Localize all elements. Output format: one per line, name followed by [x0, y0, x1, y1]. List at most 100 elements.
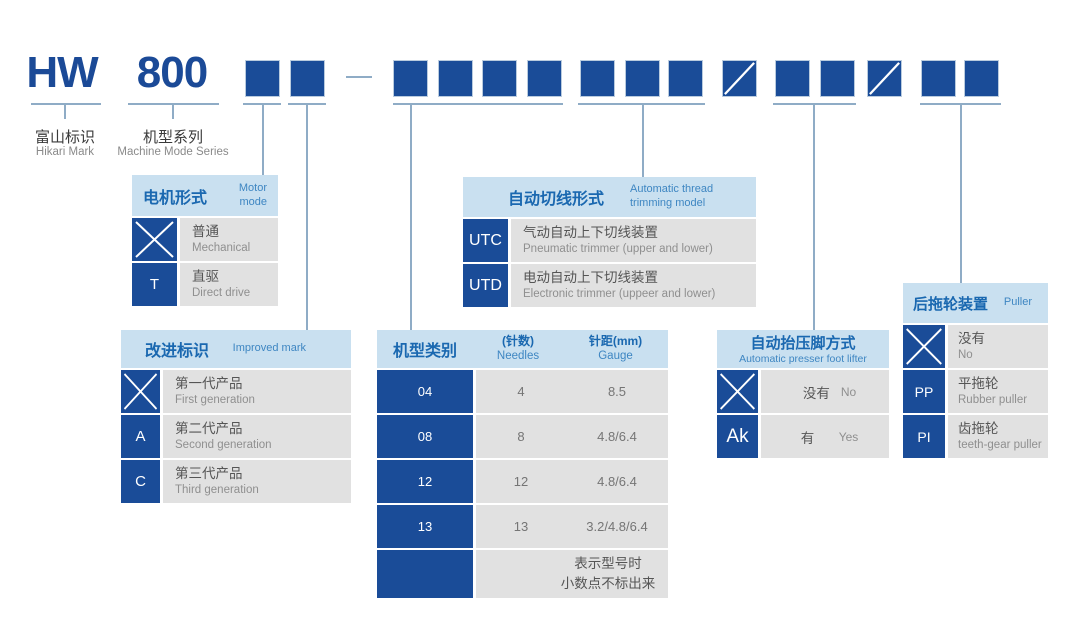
- gauge-value: 8.5: [607, 384, 627, 399]
- cross-icon: [906, 328, 942, 365]
- connector-improved: [306, 104, 308, 330]
- option-desc: 没有 No: [948, 325, 1048, 368]
- puller-title-en: Puller: [1003, 296, 1032, 309]
- table-row: 04 4 8.5: [377, 370, 668, 413]
- table-row: 12 12 4.8/6.4: [377, 460, 668, 503]
- option-zh: 没有: [802, 385, 830, 401]
- series-underline: [128, 103, 219, 105]
- needles-header-en: Needles: [496, 350, 540, 363]
- code-box-7: [580, 60, 615, 97]
- slash-icon: [724, 62, 755, 95]
- option-zh: 没有: [958, 330, 985, 346]
- code-cell: 08: [377, 415, 473, 458]
- needles-header-zh: (针数): [502, 334, 534, 349]
- option-desc: 普通 Mechanical: [180, 218, 278, 261]
- option-en: Rubber puller: [958, 394, 1028, 407]
- option-zh: 有: [800, 430, 815, 446]
- table-row: 没有 No: [903, 325, 1048, 368]
- code-cell: C: [121, 460, 160, 503]
- series-label-zh: 机型系列: [142, 129, 203, 146]
- connector-trimming: [642, 104, 644, 177]
- option-desc: 气动自动上下切线装置 Pneumatic trimmer (upper and …: [511, 219, 756, 262]
- cross-icon: [123, 373, 158, 410]
- option-zh: 齿拖轮: [958, 420, 999, 436]
- slash-icon: [869, 62, 900, 95]
- hikari-mark-code: HW: [26, 48, 98, 97]
- model-row-values: 8 4.8/6.4: [476, 415, 668, 458]
- presser-title-en: Automatic presser foot lifter: [739, 352, 867, 365]
- option-zh: 直驱: [192, 268, 219, 284]
- connector-puller: [960, 104, 962, 283]
- option-zh: 第一代产品: [175, 375, 243, 391]
- needles-value: 13: [513, 519, 529, 534]
- option-desc: 齿拖轮 teeth-gear puller: [948, 415, 1048, 458]
- note-line-1: 表示型号时: [574, 555, 642, 571]
- option-zh: 电动自动上下切线装置: [523, 269, 658, 285]
- option-desc: 没有 No: [761, 370, 889, 413]
- motor-title-zh: 电机形式: [143, 189, 208, 207]
- code-cell: A: [121, 415, 160, 458]
- improved-title-zh: 改进标识: [145, 343, 210, 360]
- improved-title-en: Improved mark: [232, 342, 306, 355]
- group-underline-trimming: [578, 103, 705, 105]
- cross-icon: [720, 373, 755, 410]
- option-en: Direct drive: [192, 287, 251, 300]
- gauge-header-zh: 针距(mm): [588, 334, 643, 349]
- code-box-11: [775, 60, 810, 97]
- mark-tick: [64, 105, 66, 119]
- connector-model: [410, 104, 412, 330]
- code-box-2: [290, 60, 325, 97]
- code-cell: [717, 370, 758, 413]
- mark-label-en: Hikari Mark: [35, 146, 95, 158]
- needles-column-header: (针数) Needles: [473, 333, 563, 365]
- table-row: 08 8 4.8/6.4: [377, 415, 668, 458]
- option-desc: 第二代产品 Second generation: [163, 415, 351, 458]
- code-cell: PP: [903, 370, 945, 413]
- model-row-values: 13 3.2/4.8/6.4: [476, 505, 668, 548]
- option-en: Mechanical: [192, 242, 251, 255]
- table-row: 13 13 3.2/4.8/6.4: [377, 505, 668, 548]
- option-desc: 电动自动上下切线装置 Electronic trimmer (uppeer an…: [511, 264, 756, 307]
- option-desc: 第一代产品 First generation: [163, 370, 351, 413]
- motor-mode-table: 电机形式 Motor mode 普通 Mechanical T 直驱 Direc…: [132, 175, 278, 306]
- thread-trimming-table: 自动切线形式 Automatic thread trimming model U…: [463, 177, 756, 307]
- model-row-values: 12 4.8/6.4: [476, 460, 668, 503]
- table-row: PI 齿拖轮 teeth-gear puller: [903, 415, 1048, 458]
- motor-table-header: 电机形式 Motor mode: [132, 175, 278, 216]
- code-box-14: [921, 60, 956, 97]
- gauge-value: 4.8/6.4: [597, 429, 637, 444]
- option-en: No: [840, 384, 857, 399]
- code-cell: T: [132, 263, 177, 306]
- trimming-title-zh: 自动切线形式: [508, 191, 605, 208]
- improved-mark-table: 改进标识 Improved mark 第一代产品 First generatio…: [121, 330, 351, 503]
- table-row: 普通 Mechanical: [132, 218, 278, 261]
- motor-title-en: Motor mode: [238, 181, 267, 208]
- trimming-title-en: Automatic thread trimming model: [630, 183, 714, 209]
- option-desc: 平拖轮 Rubber puller: [948, 370, 1048, 413]
- option-en: Yes: [838, 429, 859, 444]
- code-box-5: [482, 60, 517, 97]
- presser-table-header: 自动抬压脚方式 Automatic presser foot lifter: [717, 330, 889, 368]
- group-underline-model: [393, 103, 563, 105]
- dash-separator: [346, 76, 372, 78]
- option-en: Third generation: [175, 484, 259, 497]
- option-en: teeth-gear puller: [958, 439, 1042, 452]
- mark-underline: [31, 103, 101, 105]
- table-row: A 第二代产品 Second generation: [121, 415, 351, 458]
- table-row: UTD 电动自动上下切线装置 Electronic trimmer (uppee…: [463, 264, 756, 307]
- gauge-header-en: Gauge: [598, 350, 633, 363]
- note-line-2: 小数点不标出来: [560, 576, 656, 591]
- series-label-en: Machine Mode Series: [117, 146, 229, 158]
- model-table-header: 机型类别 (针数) Needles 针距(mm) Gauge: [377, 330, 668, 368]
- code-box-4: [438, 60, 473, 97]
- code-box-13-slash: [867, 60, 902, 97]
- series-tick: [172, 105, 174, 119]
- model-category-table: 机型类别 (针数) Needles 针距(mm) Gauge 04 4 8.5 …: [377, 330, 668, 598]
- model-note: 表示型号时 小数点不标出来: [476, 550, 668, 598]
- needles-value: 12: [513, 474, 529, 489]
- table-row: PP 平拖轮 Rubber puller: [903, 370, 1048, 413]
- code-cell: 13: [377, 505, 473, 548]
- series-code: 800: [136, 48, 208, 97]
- presser-foot-lifter-table: 自动抬压脚方式 Automatic presser foot lifter 没有…: [717, 330, 889, 458]
- option-desc: 有 Yes: [761, 415, 889, 458]
